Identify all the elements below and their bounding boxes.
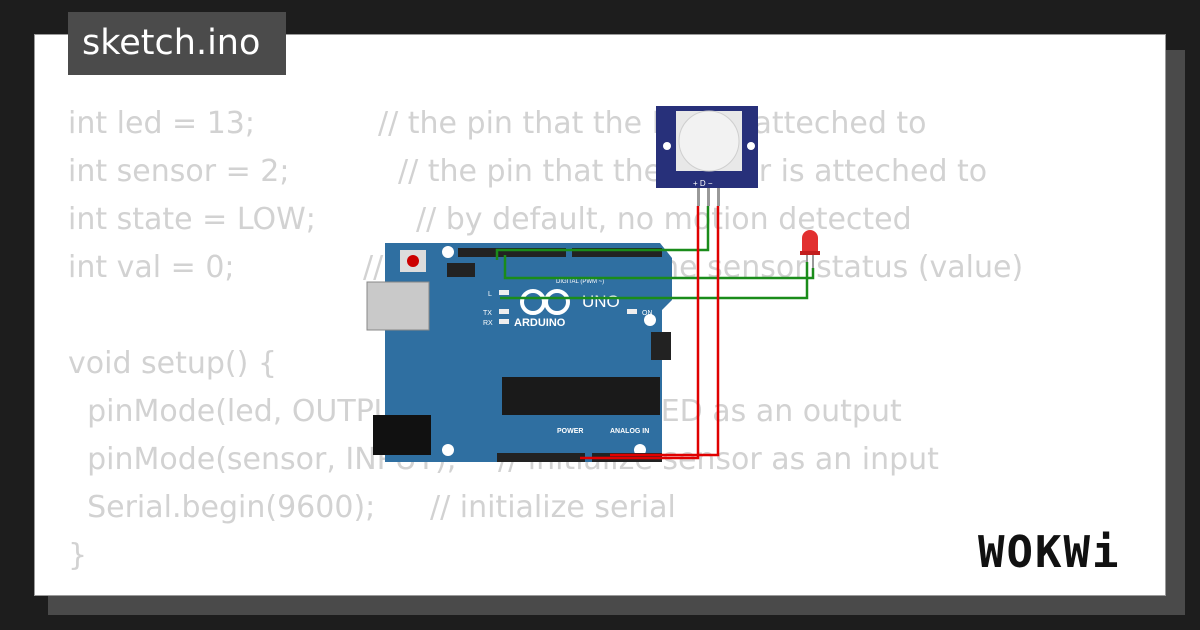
rx-label: RX [483, 320, 493, 327]
code-text: int led = 13; [68, 106, 255, 141]
code-text: void setup() { [68, 346, 277, 381]
code-text: int val = 0; [68, 250, 235, 285]
code-line: void setup() { [68, 340, 457, 388]
wires [495, 206, 815, 460]
board-brand-label: ARDUINO [514, 317, 566, 329]
code-text: } [68, 538, 88, 573]
board-model-label: UNO [582, 292, 620, 311]
pir-pin-labels: + D − [693, 179, 713, 188]
code-comment: // initialize serial [430, 490, 676, 525]
on-label: ON [642, 310, 653, 317]
code-text: Serial.begin(9600); [68, 490, 376, 525]
analog-label: ANALOG IN [610, 428, 649, 435]
digital-label: DIGITAL (PWM ~) [556, 279, 604, 285]
arduino-uno-board[interactable]: ARDUINO UNO DIGITAL (PWM ~) POWER ANALOG… [366, 243, 672, 462]
code-line: Serial.begin(9600); // initialize serial [68, 484, 676, 532]
code-comment: // by default, no motion detected [416, 202, 912, 237]
wokwi-logo: WOKWi [978, 527, 1121, 578]
red-led[interactable] [800, 230, 820, 270]
code-line: } [68, 532, 457, 580]
tx-label: TX [483, 310, 492, 317]
l-label: L [488, 291, 492, 298]
code-text: int sensor = 2; [68, 154, 290, 189]
power-label: POWER [557, 428, 583, 435]
code-text: int state = LOW; [68, 202, 316, 237]
file-tab[interactable]: sketch.ino [68, 12, 286, 75]
code-line: int state = LOW; // by default, no motion… [68, 196, 912, 244]
pir-motion-sensor[interactable]: + D − [656, 106, 758, 206]
